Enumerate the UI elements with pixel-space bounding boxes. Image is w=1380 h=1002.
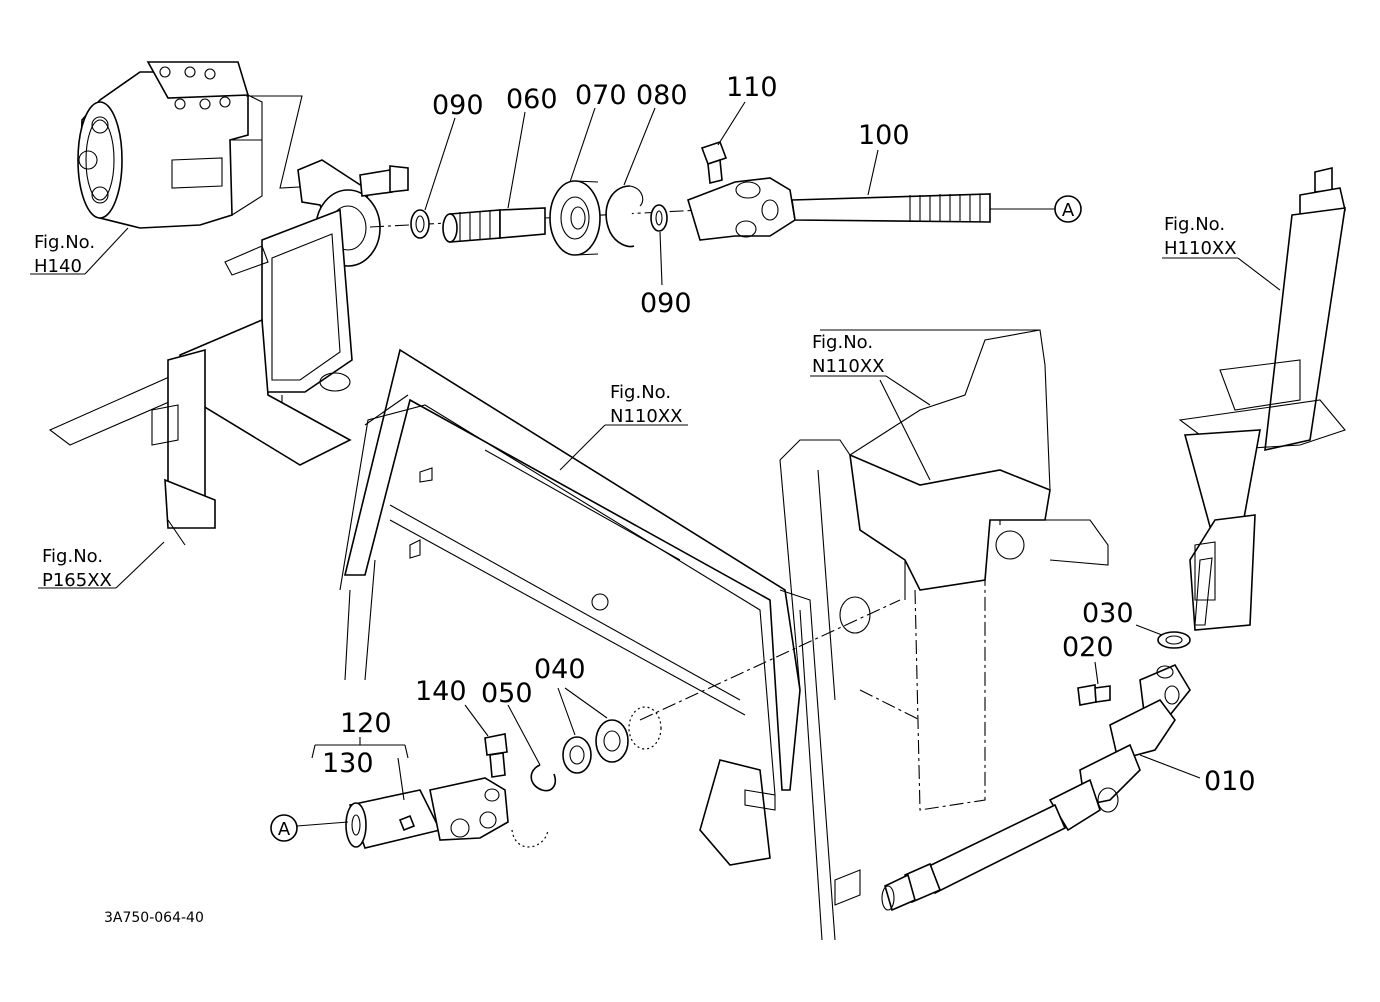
reference-marker-a-bottom: A bbox=[270, 814, 298, 842]
label-050: 050 bbox=[481, 678, 533, 709]
label-040: 040 bbox=[534, 654, 586, 685]
svg-text:A: A bbox=[1062, 200, 1075, 221]
leader-050 bbox=[507, 704, 541, 766]
figref-n110xx-center-code: N110XX bbox=[610, 406, 682, 427]
steering-pump-unit bbox=[77, 61, 263, 229]
universal-joint-120 bbox=[429, 777, 509, 841]
coupling-130 bbox=[345, 789, 442, 849]
figref-n110xx-right-prefix: Fig.No. bbox=[812, 332, 873, 353]
leader-110 bbox=[717, 101, 746, 146]
bolt-110 bbox=[700, 140, 728, 184]
label-010: 010 bbox=[1204, 766, 1256, 797]
intermediate-shaft-010 bbox=[881, 663, 1191, 912]
figref-n110xx-right-code: N110XX bbox=[812, 356, 884, 377]
figref-n110xx-center-prefix: Fig.No. bbox=[610, 382, 671, 403]
leader-030 bbox=[1135, 624, 1163, 636]
leader-090-bottom bbox=[659, 231, 663, 286]
label-030: 030 bbox=[1082, 598, 1134, 629]
leader-090-top bbox=[424, 117, 456, 211]
leader-020 bbox=[1094, 661, 1099, 685]
leader-080 bbox=[623, 107, 656, 186]
figref-h140-code: H140 bbox=[34, 256, 82, 277]
p165xx-leader bbox=[115, 541, 165, 589]
figref-h110xx-code: H110XX bbox=[1164, 238, 1237, 259]
label-100: 100 bbox=[858, 120, 910, 151]
rops-frame bbox=[339, 348, 836, 941]
leader-060 bbox=[507, 111, 526, 209]
circlip-080 bbox=[605, 185, 644, 248]
label-110: 110 bbox=[726, 72, 778, 103]
dash-panel bbox=[779, 329, 1109, 906]
bearing-070 bbox=[549, 180, 601, 256]
circlip-050 bbox=[530, 764, 557, 792]
figref-h140-prefix: Fig.No. bbox=[34, 232, 95, 253]
leader-040-b bbox=[564, 687, 608, 719]
shaft-060 bbox=[442, 207, 546, 243]
label-060: 060 bbox=[506, 84, 558, 115]
steering-column bbox=[1178, 166, 1346, 631]
n110xx-right-leader bbox=[885, 375, 931, 406]
snap-ring-090-top bbox=[410, 209, 430, 239]
label-020: 020 bbox=[1062, 632, 1114, 663]
leader-100 bbox=[867, 149, 879, 196]
washer-030 bbox=[1157, 631, 1191, 649]
figref-p165xx-prefix: Fig.No. bbox=[42, 546, 103, 567]
label-120: 120 bbox=[340, 708, 392, 739]
bracket-bolt bbox=[359, 165, 409, 197]
mounting-bracket bbox=[48, 159, 381, 546]
leader-130 bbox=[397, 757, 405, 801]
group-bracket-120-130 bbox=[311, 737, 409, 759]
label-140: 140 bbox=[415, 676, 467, 707]
bolt-140 bbox=[484, 733, 508, 778]
label-130: 130 bbox=[322, 748, 374, 779]
washer-040 bbox=[562, 706, 662, 774]
leader-070 bbox=[569, 107, 596, 183]
leader-040-a bbox=[557, 687, 576, 736]
figref-p165xx-code: P165XX bbox=[42, 570, 112, 591]
label-080: 080 bbox=[636, 80, 688, 111]
figure-code: 3A750-064-40 bbox=[104, 910, 204, 926]
label-090-bottom: 090 bbox=[640, 288, 692, 319]
bolt-020 bbox=[1077, 684, 1111, 706]
snap-ring-090-bottom bbox=[650, 204, 668, 232]
svg-text:A: A bbox=[278, 819, 291, 840]
universal-joint-shaft-100 bbox=[687, 177, 991, 241]
n110xx-center-leader bbox=[559, 424, 606, 471]
figref-h110xx-prefix: Fig.No. bbox=[1164, 214, 1225, 235]
leader-010 bbox=[1139, 754, 1201, 779]
label-090-top: 090 bbox=[432, 90, 484, 121]
label-070: 070 bbox=[575, 80, 627, 111]
reference-marker-a-top: A bbox=[1054, 195, 1082, 223]
h110xx-leader bbox=[1237, 257, 1281, 291]
h140-leader bbox=[84, 227, 129, 275]
leader-140 bbox=[464, 704, 489, 737]
